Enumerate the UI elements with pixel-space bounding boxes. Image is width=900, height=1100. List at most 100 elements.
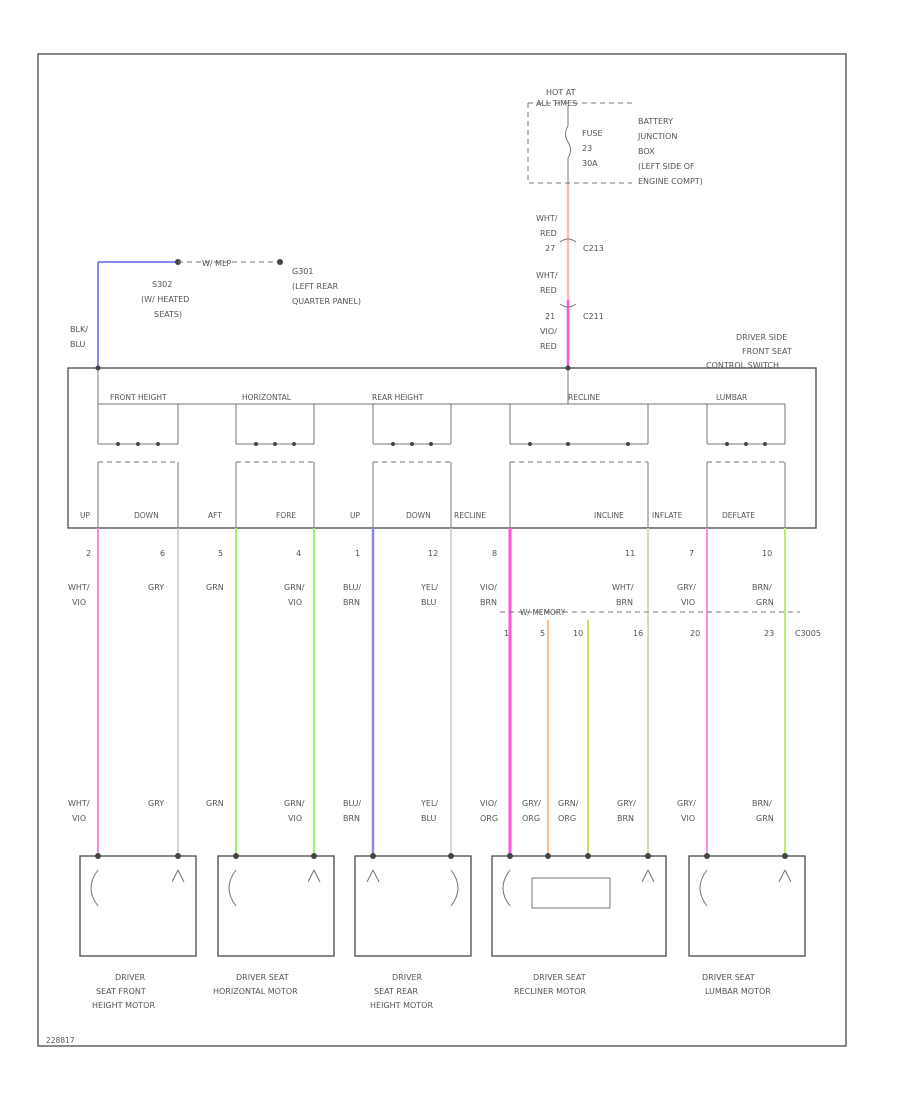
motor-rear-height: DRIVER SEAT REAR HEIGHT MOTOR xyxy=(354,853,472,1010)
battery-junction-box: HOT AT ALL TIMES FUSE 23 30A BATTERY JUN… xyxy=(527,88,703,186)
switch-wire-color: GRN xyxy=(206,583,224,592)
terminal-inflate: INFLATE xyxy=(652,511,683,520)
motor-wire-color: WHT/ xyxy=(68,799,90,808)
switch-wire-color: VIO xyxy=(681,598,695,607)
switch-pin: 12 xyxy=(428,549,438,558)
motor-horizontal: DRIVER SEAT HORIZONTAL MOTOR xyxy=(213,853,335,996)
switch-wire-color: WHT/ xyxy=(612,583,634,592)
switch-wire-color: BRN xyxy=(343,598,360,607)
switch-pin: 4 xyxy=(296,549,301,558)
feed-wire-color-3a: VIO/ xyxy=(540,327,557,336)
switch-wire-color: GRN xyxy=(756,598,774,607)
terminal-deflate: DEFLATE xyxy=(722,511,755,520)
section-front-height: FRONT HEIGHT xyxy=(110,393,167,402)
motor-wire-color: GRN xyxy=(756,814,774,823)
section-lumbar: LUMBAR xyxy=(716,393,747,402)
switch-pin: 10 xyxy=(762,549,772,558)
motor-wire-color: GRY/ xyxy=(617,799,636,808)
switch-wire-color: BRN/ xyxy=(752,583,772,592)
switch-wire-color: GRY xyxy=(148,583,164,592)
switch-contacts-lumbar xyxy=(706,404,786,528)
control-switch-title-3: CONTROL SWITCH xyxy=(706,361,779,370)
switch-pin: 5 xyxy=(218,549,223,558)
bjb-desc-4: (LEFT SIDE OF xyxy=(638,162,695,171)
switch-wire-color: GRN/ xyxy=(284,583,305,592)
terminal-up-rear: UP xyxy=(350,511,360,520)
switch-pin-numbers: 2 6 5 4 1 12 8 11 7 10 xyxy=(86,549,772,558)
motor-label-3: HEIGHT MOTOR xyxy=(370,1001,433,1010)
c3005-pin: 16 xyxy=(633,629,643,638)
motor-lumbar: DRIVER SEAT LUMBAR MOTOR xyxy=(688,853,806,996)
switch-output-wires xyxy=(97,528,786,856)
motor-wire-color: BLU xyxy=(421,814,437,823)
c213-label: C213 xyxy=(583,244,604,253)
bjb-desc-1: BATTERY xyxy=(638,117,673,126)
motor-label-1: DRIVER SEAT xyxy=(236,973,289,982)
c3005-pin: 20 xyxy=(690,629,700,638)
motor-wire-color: ORG xyxy=(522,814,540,823)
control-switch-title-1: DRIVER SIDE xyxy=(736,333,787,342)
motor-wire-color: ORG xyxy=(480,814,498,823)
terminal-aft: AFT xyxy=(208,511,222,520)
switch-contacts-front-height xyxy=(97,404,179,528)
feed-wire: WHT/ RED 27 C213 WHT/ RED 21 C211 VIO/ R… xyxy=(536,184,604,368)
switch-contacts-horizontal xyxy=(235,404,315,528)
motor-label-2: HORIZONTAL MOTOR xyxy=(213,987,298,996)
switch-pin: 11 xyxy=(625,549,635,558)
c211-label: C211 xyxy=(583,312,604,321)
motor-label-3: HEIGHT MOTOR xyxy=(92,1001,155,1010)
switch-pin: 2 xyxy=(86,549,91,558)
c211-pin: 21 xyxy=(545,312,555,321)
g301-desc-1: (LEFT REAR xyxy=(292,282,339,291)
figure-id: 228817 xyxy=(46,1036,75,1045)
switch-pin: 7 xyxy=(689,549,694,558)
motor-front-height: DRIVER SEAT FRONT HEIGHT MOTOR xyxy=(79,853,197,1010)
fuse-number: 23 xyxy=(582,144,592,153)
switch-wire-color: YEL/ xyxy=(420,583,438,592)
terminal-up-front: UP xyxy=(80,511,90,520)
motor-label-1: DRIVER xyxy=(392,973,423,982)
bjb-desc-3: BOX xyxy=(638,147,655,156)
switch-wire-color: VIO xyxy=(288,598,302,607)
g301-desc-2: QUARTER PANEL) xyxy=(292,297,361,306)
motor-wire-color: YEL/ xyxy=(420,799,438,808)
s302-desc-2: SEATS) xyxy=(154,310,182,319)
bjb-desc-2: JUNCTION xyxy=(637,132,677,141)
c3005-pin: 10 xyxy=(573,629,583,638)
switch-wire-color: WHT/ xyxy=(68,583,90,592)
c213-pin: 27 xyxy=(545,244,555,253)
switch-wire-color: BRN xyxy=(480,598,497,607)
switch-wire-color: BLU xyxy=(421,598,437,607)
feed-wire-color-2b: RED xyxy=(540,286,557,295)
terminal-down-front: DOWN xyxy=(134,511,159,520)
bjb-desc-5: ENGINE COMPT) xyxy=(638,177,703,186)
control-switch-box xyxy=(67,367,817,529)
motor-wire-color: GRN xyxy=(206,799,224,808)
motor-wire-color: GRY/ xyxy=(522,799,541,808)
control-switch-title-2: FRONT SEAT xyxy=(742,347,792,356)
fuse-symbol xyxy=(565,125,571,159)
motor-wire-color: VIO xyxy=(72,814,86,823)
switch-wire-color: VIO xyxy=(72,598,86,607)
motor-wire-color: VIO xyxy=(288,814,302,823)
switch-pin: 6 xyxy=(160,549,165,558)
switch-pin: 1 xyxy=(355,549,360,558)
motor-wire-color: BRN/ xyxy=(752,799,772,808)
section-recline: RECLINE xyxy=(568,393,600,402)
motor-wire-color: BRN xyxy=(343,814,360,823)
ground-circuit: W/ MLP S302 (W/ HEATED SEATS) G301 (LEFT… xyxy=(70,259,361,368)
memory-connector-label: W/ MEMORY xyxy=(520,608,566,617)
terminal-down-rear: DOWN xyxy=(406,511,431,520)
motor-label-1: DRIVER SEAT xyxy=(702,973,755,982)
recliner-position-sensor xyxy=(531,877,611,909)
hot-at-label-2: ALL TIMES xyxy=(536,99,577,108)
fuse-label: FUSE xyxy=(582,129,603,138)
motor-recliner: DRIVER SEAT RECLINER MOTOR xyxy=(491,853,667,996)
motor-wire-color: GRY xyxy=(148,799,164,808)
motor-label-2: RECLINER MOTOR xyxy=(514,987,587,996)
motor-label-1: DRIVER SEAT xyxy=(533,973,586,982)
switch-pin: 8 xyxy=(492,549,497,558)
c3005-pin: 23 xyxy=(764,629,774,638)
s302-desc-1: (W/ HEATED xyxy=(141,295,189,304)
